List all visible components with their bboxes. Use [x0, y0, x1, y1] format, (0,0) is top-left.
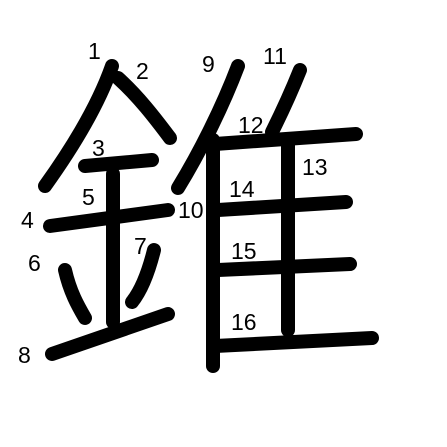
stroke-number-10: 10	[178, 197, 204, 223]
stroke-16	[208, 331, 379, 353]
stroke-number-8: 8	[18, 342, 31, 368]
stroke-number-15: 15	[231, 238, 257, 264]
stroke-8	[45, 307, 175, 361]
stroke-number-1: 1	[88, 38, 101, 64]
stroke-number-2: 2	[136, 58, 149, 84]
stroke-14	[211, 195, 353, 217]
stroke-3	[78, 153, 159, 173]
stroke-number-4: 4	[21, 207, 34, 233]
stroke-number-14: 14	[229, 176, 255, 202]
stroke-number-7: 7	[134, 233, 147, 259]
stroke-11	[265, 63, 307, 139]
stroke-7	[125, 243, 161, 309]
stroke-15	[211, 257, 357, 277]
stroke-number-16: 16	[231, 309, 257, 335]
stroke-2	[111, 71, 177, 145]
stroke-number-12: 12	[238, 112, 264, 138]
stroke-number-5: 5	[82, 184, 95, 210]
stroke-6	[58, 263, 92, 325]
stroke-1	[38, 59, 119, 193]
stroke-number-9: 9	[202, 51, 215, 77]
stroke-number-3: 3	[92, 135, 105, 161]
stroke-9	[171, 59, 245, 195]
stroke-number-6: 6	[28, 250, 41, 276]
stroke-number-11: 11	[263, 43, 287, 69]
stroke-number-13: 13	[302, 154, 328, 180]
